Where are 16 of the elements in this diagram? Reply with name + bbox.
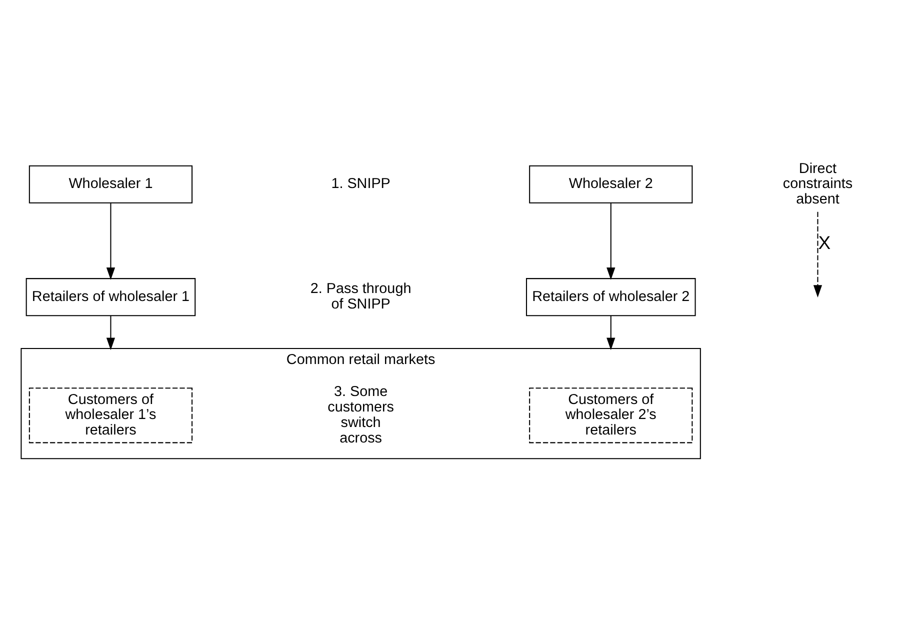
node-text: Direct constraints absent xyxy=(782,160,853,208)
arrow xyxy=(813,212,822,298)
label: 2. Pass through of SNIPP xyxy=(310,281,412,313)
label: 3. Some customers switch across xyxy=(328,384,394,446)
node-box: Retailers of wholesaler 1 xyxy=(26,278,196,316)
node-box: Wholesaler 1 xyxy=(28,165,193,204)
node-box: Customers of wholesaler 2’s retailers xyxy=(529,388,693,444)
node-box: Wholesaler 2 xyxy=(529,165,693,204)
label: 1. SNIPP xyxy=(331,176,390,192)
arrow xyxy=(106,316,116,350)
node-box: Customers of wholesaler 1’s retailers xyxy=(28,388,193,444)
arrow xyxy=(106,203,116,280)
node-box: Retailers of wholesaler 2 xyxy=(526,278,696,316)
arrow xyxy=(606,203,616,280)
arrow xyxy=(606,316,616,350)
edge-label: X xyxy=(818,232,831,254)
